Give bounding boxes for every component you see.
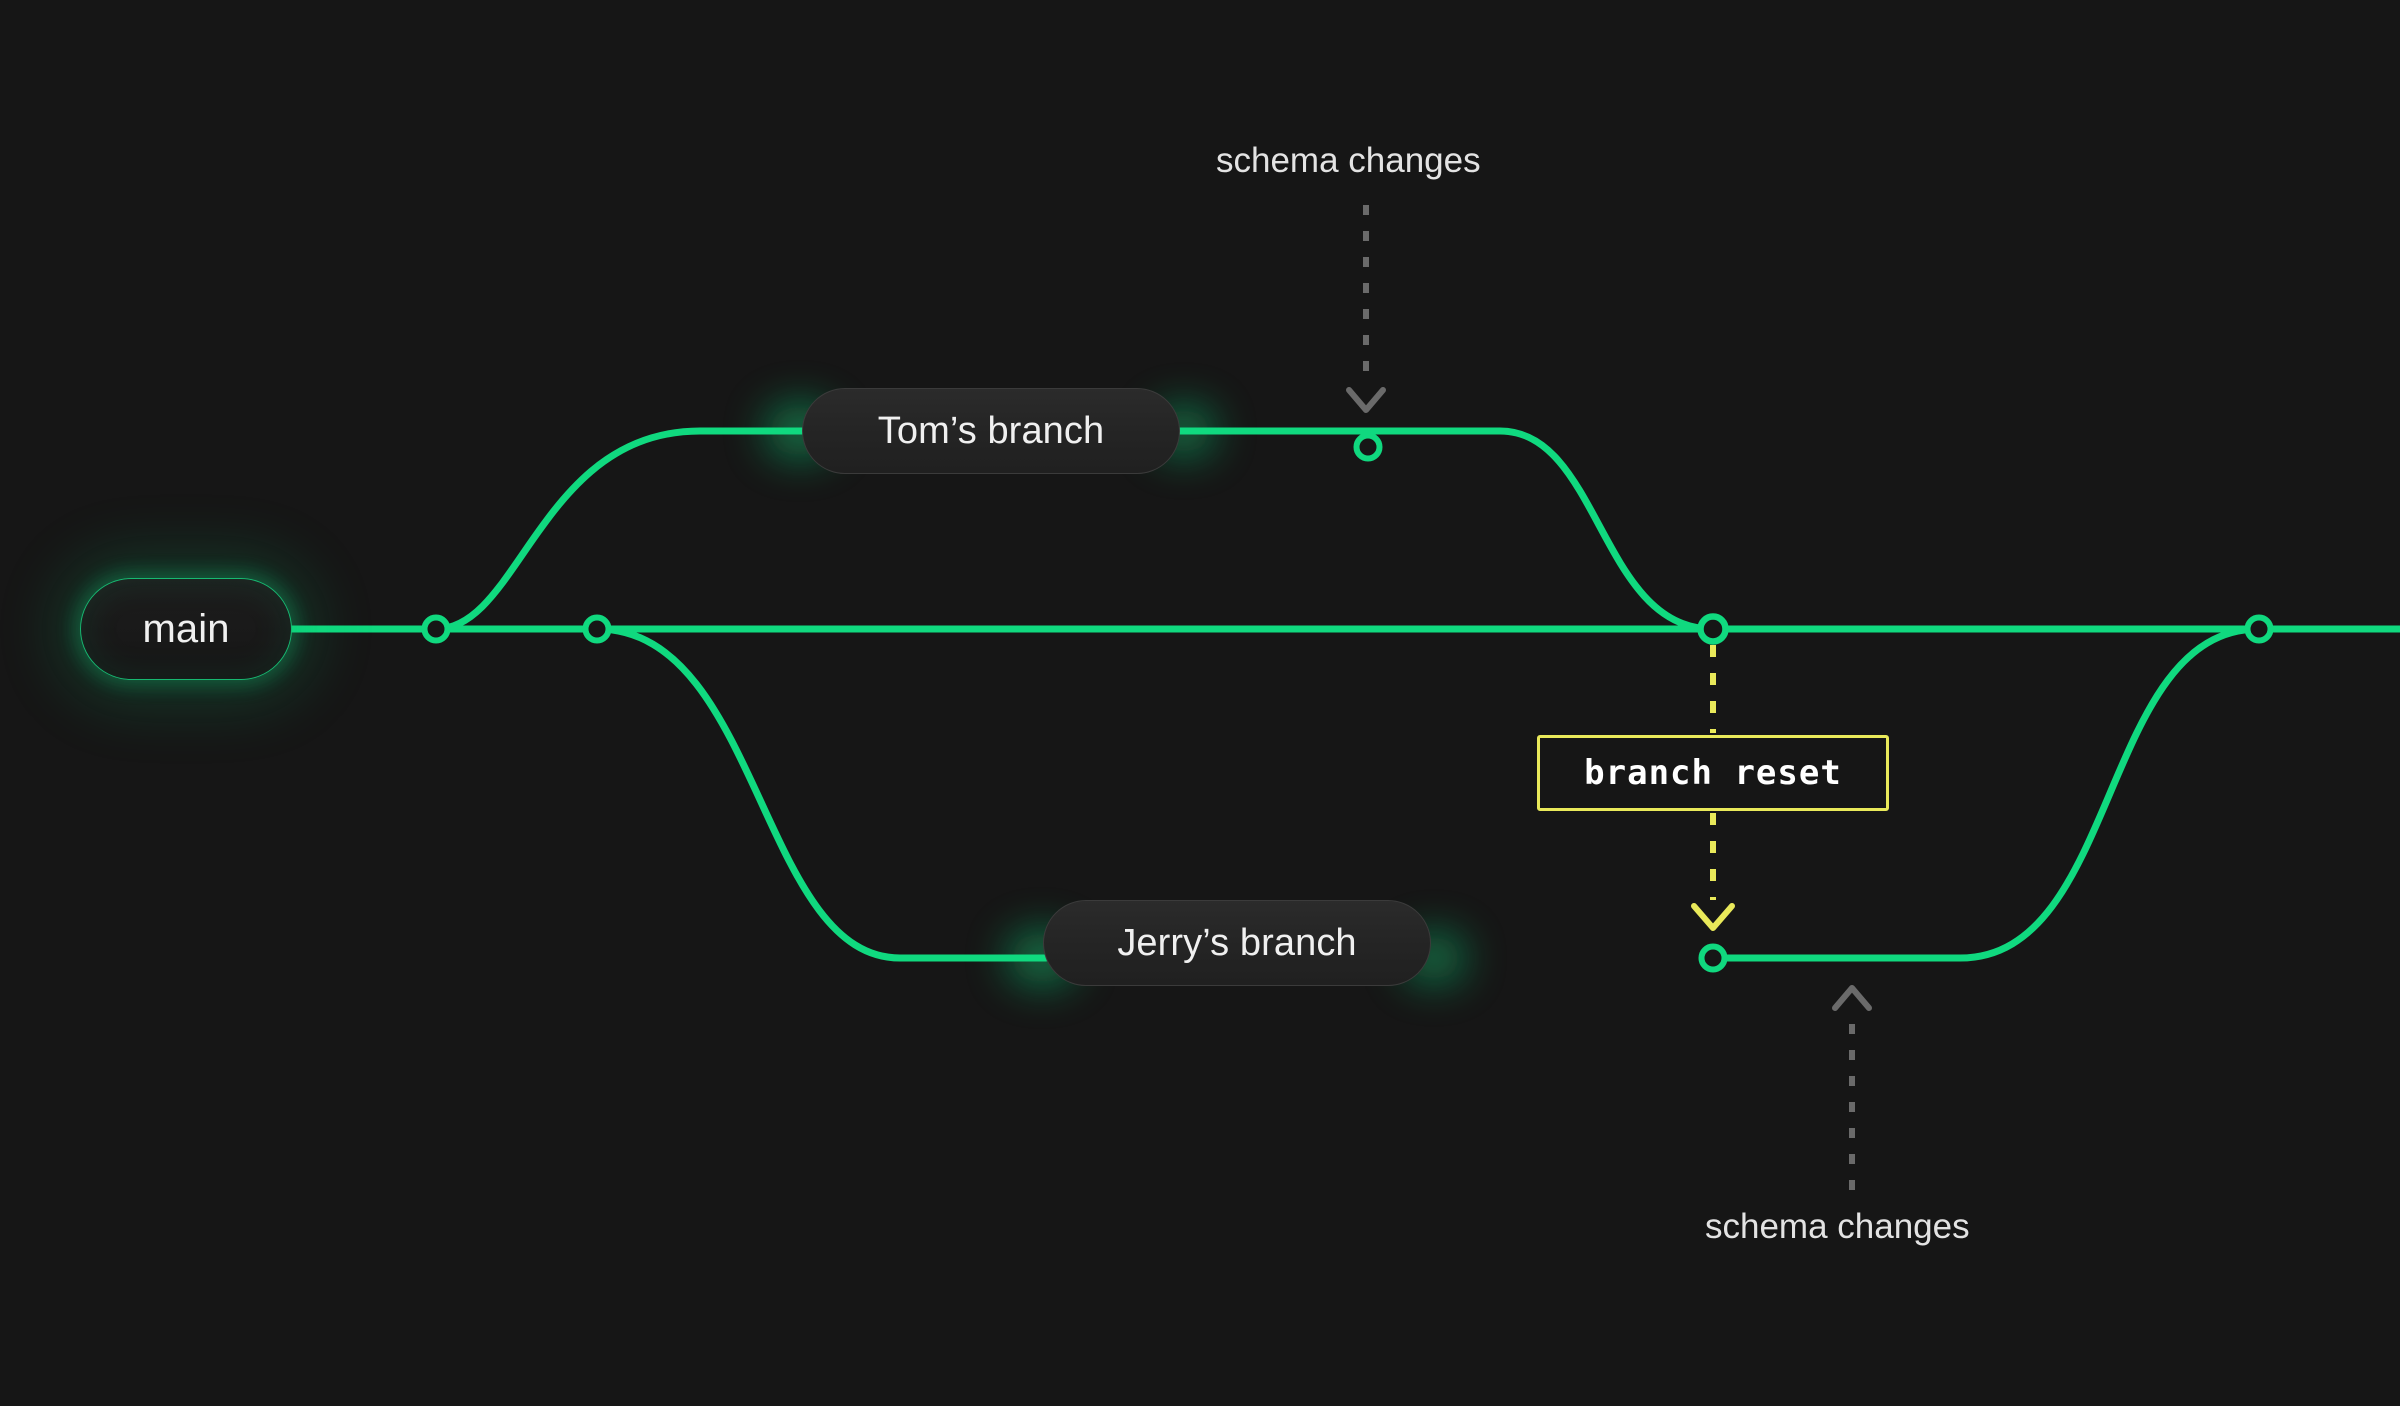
toms-branch-fork — [432, 427, 809, 633]
branch-pill-main[interactable]: main — [80, 578, 292, 680]
jerrys-branch-fork — [593, 625, 1050, 962]
commit-node-main-c2[interactable] — [582, 614, 612, 644]
branch-reset-callout-label: branch reset — [1584, 753, 1842, 793]
connector-glow — [766, 405, 1464, 984]
branch-reset-callout[interactable]: branch reset — [1537, 735, 1889, 811]
annotation-label-schema-changes-top: schema changes — [1216, 141, 1481, 180]
annotation-arrow-top — [1346, 205, 1386, 413]
commit-node-jerrys-reset[interactable] — [1698, 943, 1728, 973]
commit-node-main-c1[interactable] — [421, 614, 451, 644]
chevron-down-icon — [1346, 387, 1386, 413]
annotation-arrow-bottom — [1832, 985, 1872, 1190]
branch-pill-main-label: main — [142, 607, 230, 651]
reset-arrowhead-down-icon — [1691, 903, 1735, 931]
branch-reset-connector — [1691, 645, 1735, 931]
branch-pill-jerrys-label: Jerry’s branch — [1117, 922, 1357, 964]
toms-branch-merge — [1174, 427, 1717, 633]
branch-pill-toms[interactable]: Tom’s branch — [802, 388, 1180, 474]
branch-pill-toms-label: Tom’s branch — [877, 410, 1105, 452]
commit-node-main-merge[interactable] — [1697, 613, 1729, 645]
annotation-label-schema-changes-bottom: schema changes — [1705, 1207, 1970, 1246]
chevron-up-icon — [1832, 985, 1872, 1011]
jerrys-branch-merge — [1709, 625, 2263, 962]
commit-nodes — [421, 432, 2274, 973]
commit-node-toms-commit[interactable] — [1353, 432, 1383, 462]
commit-node-main-merge-2[interactable] — [2244, 614, 2274, 644]
branch-pill-jerrys[interactable]: Jerry’s branch — [1043, 900, 1431, 986]
